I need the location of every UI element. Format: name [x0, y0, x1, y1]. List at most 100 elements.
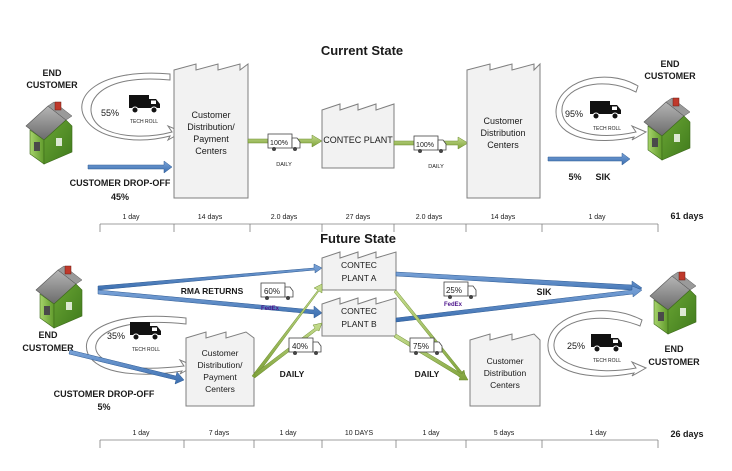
truck-icon [589, 100, 622, 120]
timeline-cell: 5 days [494, 430, 515, 437]
contec-plant-label: CONTEC PLANT [323, 135, 393, 145]
cdc2-future-line3: Centers [490, 380, 520, 390]
end-customer-label-line2: CUSTOMER [22, 343, 74, 353]
dropoff-arrow-current [87, 160, 173, 174]
plant-b-line2: PLANT B [341, 319, 377, 329]
factory-icon [321, 251, 397, 291]
curved-arrow-icon [547, 310, 648, 377]
timeline-cell: 14 days [198, 214, 223, 221]
dropoff-label-future: CUSTOMER DROP-OFF [54, 389, 155, 399]
ship-arrows-future-1 [251, 283, 323, 379]
cdc-future-line2: Distribution/ [198, 360, 244, 370]
curved-arrow-icon [85, 315, 196, 375]
factory-icon [321, 297, 397, 337]
timeline-cell: 10 DAYS [345, 430, 374, 437]
end-customer-label-line1: END [664, 344, 684, 354]
ship1-freq: DAILY [276, 162, 292, 168]
ship1-freq-future: DAILY [280, 369, 305, 379]
fedex-right-pct: 25% [446, 286, 462, 295]
timeline-cell: 2.0 days [416, 214, 443, 221]
future-left-pct: 35% [107, 331, 125, 341]
dropoff-arrow-future [68, 349, 185, 385]
timeline-cell: 1 day [422, 430, 440, 437]
timeline-cell: 1 day [589, 430, 607, 437]
ship1-pct: 100% [270, 140, 288, 147]
factory-icon [173, 63, 249, 199]
cdc2-future-line2: Distribution [484, 368, 527, 378]
timeline-current [99, 223, 659, 232]
timeline-total: 61 days [670, 211, 703, 221]
ship2-pct-future: 75% [413, 342, 429, 351]
factory-icon [185, 331, 255, 407]
cdc-current-line4: Centers [195, 146, 227, 156]
cdc-current-line2: Distribution/ [187, 122, 235, 132]
end-customer-right-current: END CUSTOMER [643, 59, 696, 161]
truck-icon [590, 333, 623, 353]
future-state-title: Future State [320, 231, 396, 246]
current-left-pct: 55% [101, 108, 119, 118]
fedex-truck-icon: FedEx [260, 282, 294, 312]
cdc-future-line3: Payment [203, 372, 237, 382]
ship2-freq-future: DAILY [415, 369, 440, 379]
cdc-future-line4: Centers [205, 384, 235, 394]
house-icon [35, 265, 83, 329]
factory-icon [466, 62, 541, 199]
end-customer-label-line2: CUSTOMER [648, 357, 700, 367]
timeline-cell: 27 days [346, 214, 371, 221]
timeline-cell: 1 day [132, 430, 150, 437]
curved-arrow-icon [555, 76, 648, 142]
end-customer-left-future: END CUSTOMER [22, 265, 83, 353]
sik-label-future: SIK [536, 287, 552, 297]
end-customer-right-future: END CUSTOMER [648, 271, 700, 367]
cdc2-current-line3: Centers [487, 140, 519, 150]
plant-b-line1: CONTEC [341, 306, 377, 316]
factory-icon [321, 103, 395, 169]
truck-icon [128, 94, 161, 114]
sik-label: SIK [595, 172, 611, 182]
end-customer-label-line2: CUSTOMER [644, 71, 696, 81]
truck-label: TECH ROLL [130, 119, 158, 125]
sik-arrows [395, 271, 643, 323]
cdc-current-line3: Payment [193, 134, 229, 144]
plant-a-line2: PLANT A [342, 273, 377, 283]
factory-icon [469, 333, 541, 407]
end-customer-label-line1: END [38, 330, 58, 340]
plant-a-line1: CONTEC [341, 260, 377, 270]
fedex-logo: FedEx [261, 306, 280, 312]
timeline-cell: 14 days [491, 214, 516, 221]
truck-label: TECH ROLL [132, 347, 160, 353]
truck-icon [129, 321, 162, 341]
timeline-cell: 2.0 days [271, 214, 298, 221]
end-customer-label-line2: CUSTOMER [26, 80, 78, 90]
sik-pct: 5% [568, 172, 581, 182]
end-customer-label-line1: END [660, 59, 680, 69]
ship2-pct: 100% [416, 142, 434, 149]
cdc-future-line1: Customer [202, 348, 239, 358]
end-customer-left-current: END CUSTOMER [25, 68, 78, 165]
sik-arrow-current [547, 152, 631, 166]
timeline-cell: 1 day [122, 214, 140, 221]
rma-returns-label: RMA RETURNS [181, 286, 244, 296]
cdc2-future-line1: Customer [487, 356, 524, 366]
cdc2-current-line1: Customer [483, 116, 522, 126]
timeline-total: 26 days [670, 429, 703, 439]
ship2-freq: DAILY [428, 164, 444, 170]
ship1-pct-future: 40% [292, 342, 308, 351]
rma-arrows [97, 263, 323, 319]
dropoff-pct-future: 5% [97, 402, 110, 412]
fedex-logo: FedEx [444, 302, 463, 308]
fedex-left-pct: 60% [264, 287, 280, 296]
truck-label: TECH ROLL [593, 126, 621, 132]
future-right-pct: 25% [567, 341, 585, 351]
timeline-cell: 1 day [279, 430, 297, 437]
house-icon [643, 97, 691, 161]
cdc-current-line1: Customer [191, 110, 230, 120]
cdc2-current-line2: Distribution [480, 128, 525, 138]
timeline-cell: 7 days [209, 430, 230, 437]
dropoff-label: CUSTOMER DROP-OFF [70, 178, 171, 188]
current-state-title: Current State [321, 43, 403, 58]
timeline-future [99, 439, 659, 448]
dropoff-pct: 45% [111, 192, 129, 202]
end-customer-label-line1: END [42, 68, 62, 78]
